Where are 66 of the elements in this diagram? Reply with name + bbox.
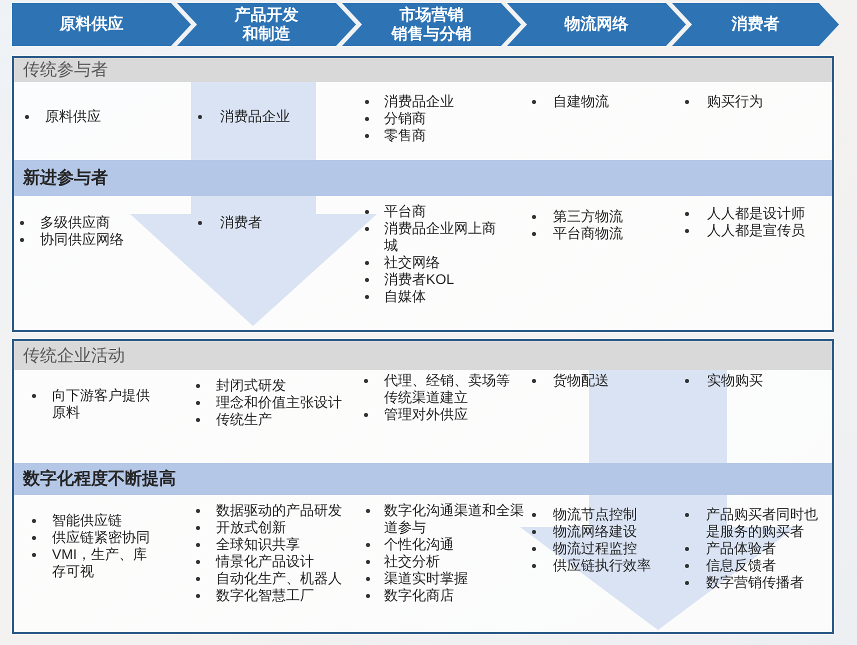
header-band xyxy=(14,160,832,196)
list-item: 社交分析 xyxy=(384,553,441,570)
step-label: 市场营销 xyxy=(400,6,464,24)
list-item: 供应链执行效率 xyxy=(553,557,652,574)
list-item: 自建物流 xyxy=(553,93,610,110)
list-item: 渠道实时掌握 xyxy=(384,570,469,587)
list-item: 数字化沟通渠道和全渠道参与 xyxy=(384,502,525,536)
list-item: 数字化智慧工厂 xyxy=(216,587,315,604)
list-item: 消费品企业网上商城 xyxy=(384,220,497,254)
list-item: 零售商 xyxy=(384,127,427,144)
list-item: 货物配送 xyxy=(553,372,610,389)
step-label: 原料供应 xyxy=(60,15,124,34)
step-banner xyxy=(12,3,191,46)
list-item: 人人都是宣传员 xyxy=(707,222,806,239)
list-item: 物流节点控制 xyxy=(553,506,638,523)
list-item: 消费品企业 xyxy=(220,108,291,125)
list-item: 第三方物流 xyxy=(553,208,624,225)
list-item: 管理对外供应 xyxy=(384,406,469,423)
list-item: 封闭式研发 xyxy=(216,377,287,394)
list-item: 购买行为 xyxy=(707,93,764,110)
list-item: 数字化商店 xyxy=(384,587,455,604)
list-item: 产品购买者同时也是服务的购买者 xyxy=(706,506,819,540)
section-title: 传统参与者 xyxy=(23,60,108,80)
step-label: 产品开发和制造 xyxy=(234,6,300,44)
list-item: 人人都是设计师 xyxy=(707,205,806,222)
list-item: 消费者 xyxy=(220,214,263,231)
list-item: 信息反馈者 xyxy=(706,557,777,574)
list-item: 情景化产品设计 xyxy=(216,553,315,570)
list-item: 原料供应 xyxy=(45,108,102,125)
list-item: 个性化沟通 xyxy=(384,536,455,553)
list-item: 传统生产 xyxy=(216,411,273,428)
step-label: 消费者 xyxy=(732,15,780,34)
panel-frame xyxy=(12,339,834,634)
list-item: 自动化生产、机器人 xyxy=(216,570,343,587)
list-item: 实物购买 xyxy=(707,372,764,389)
list-item: 物流过程监控 xyxy=(553,540,638,557)
list-item: VMI，生产、库存可视 xyxy=(52,546,148,580)
section-title: 传统企业活动 xyxy=(23,346,125,366)
list-item: 自媒体 xyxy=(384,288,427,305)
list-item: 数字营销传播者 xyxy=(706,574,805,591)
list-item: 多级供应商 xyxy=(40,214,111,231)
step-label: 销售与分销 xyxy=(392,24,472,44)
list-item: 物流网络建设 xyxy=(553,523,638,540)
list-item: 数据驱动的产品研发 xyxy=(216,502,343,519)
list-item: 平台商物流 xyxy=(553,225,624,242)
section-title: 新进参与者 xyxy=(23,168,108,188)
header-band xyxy=(14,341,832,370)
list-item: 消费者KOL xyxy=(384,271,456,288)
list-item: 平台商 xyxy=(384,203,427,220)
list-item: 产品体验者 xyxy=(706,540,777,557)
list-item: 向下游客户提供原料 xyxy=(52,387,151,421)
list-item: 全球知识共享 xyxy=(216,536,301,553)
section-title: 数字化程度不断提高 xyxy=(23,469,176,489)
list-item: 消费品企业 xyxy=(384,93,455,110)
list-item: 智能供应链 xyxy=(52,512,123,529)
list-item: 代理、经销、卖场等传统渠道建立 xyxy=(384,372,511,406)
header-band xyxy=(14,463,832,495)
list-item: 社交网络 xyxy=(384,254,441,271)
list-item: 协同供应网络 xyxy=(40,231,125,248)
panel-frame xyxy=(12,56,834,332)
list-item: 理念和价值主张设计 xyxy=(216,394,343,411)
list-item: 供应链紧密协同 xyxy=(52,529,151,546)
list-item: 分销商 xyxy=(384,110,427,127)
header-band xyxy=(14,58,832,82)
step-label: 物流网络 xyxy=(564,15,628,34)
list-item: 开放式创新 xyxy=(216,519,287,536)
